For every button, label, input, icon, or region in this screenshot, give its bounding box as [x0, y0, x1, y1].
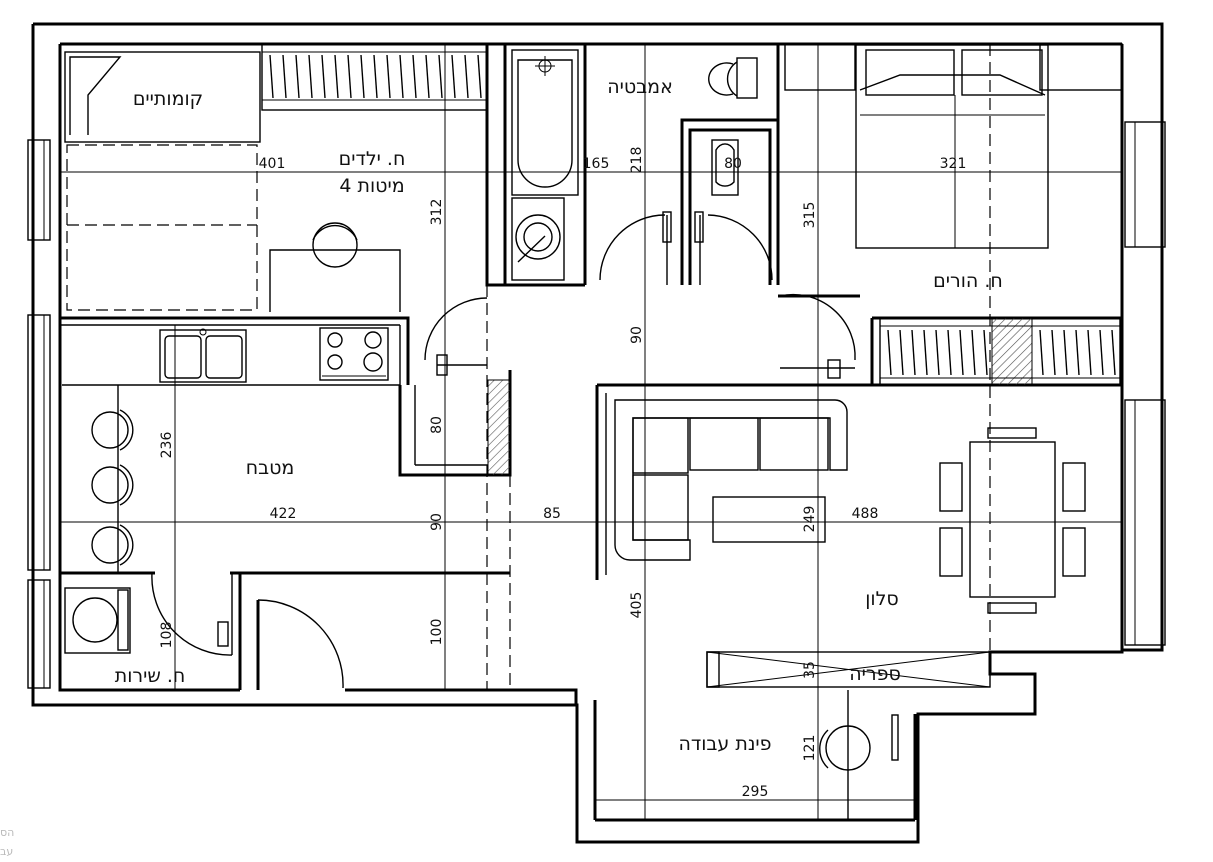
dining-table: [939, 427, 1086, 614]
label-bookshelf: ספריה: [849, 663, 901, 685]
dim-bath-width: 165: [583, 156, 610, 172]
work-desk: [819, 690, 899, 820]
kids-wardrobe: [261, 43, 488, 111]
hatched-column-left: [487, 379, 511, 476]
dim-hall-85: 85: [543, 506, 561, 522]
desk-kids: [269, 222, 401, 312]
coffee-table: [712, 496, 826, 543]
dim-sofa-249: 249: [802, 506, 818, 533]
toilet-bath: [708, 57, 758, 99]
label-living-room: סלון: [865, 588, 898, 610]
parents-wardrobe-hangers: [887, 329, 1116, 376]
label-parents-room: ח. הורים: [933, 270, 1003, 292]
double-bed: [784, 43, 1123, 249]
dimension-lines: [60, 44, 1122, 820]
dim-kids-height: 312: [429, 199, 445, 226]
dim-living-width: 488: [852, 506, 879, 522]
dim-hall-90-mid: 90: [429, 513, 445, 531]
outer-walls: [31, 22, 1164, 844]
label-kids-room: ח. ילדים: [339, 148, 406, 170]
label-kids-beds: 4 מיטות: [339, 175, 404, 197]
kitchen-sink: [159, 328, 247, 383]
dim-work-height: 121: [802, 735, 818, 762]
parents-wardrobe: [879, 317, 1121, 386]
watermark-line-2: עב: [0, 845, 14, 858]
bar-stools: [91, 409, 134, 566]
label-work-corner: פינת עבודה: [678, 733, 771, 755]
label-kitchen: מטבח: [246, 457, 295, 479]
kids-wardrobe-hangers: [269, 54, 482, 99]
bathroom-sink: [511, 197, 565, 281]
dim-kitchen-height: 236: [159, 432, 175, 459]
dim-bath-height: 218: [629, 147, 645, 174]
dim-living-height: 405: [629, 592, 645, 619]
kitchen-counter: [62, 325, 401, 573]
dim-hall-100: 100: [429, 619, 445, 646]
label-bathtub: אמבטיה: [607, 76, 673, 98]
dim-service-height: 108: [159, 622, 175, 649]
toilet-wc: [711, 139, 739, 196]
windows: [27, 121, 1166, 689]
dim-closet-80: 80: [429, 416, 445, 434]
doors: [151, 211, 856, 689]
dim-parents-width: 321: [940, 156, 967, 172]
dim-shelf-35: 35: [802, 661, 818, 679]
stove: [319, 327, 389, 381]
label-bunk-beds: קומותיים: [133, 88, 203, 110]
washing-machine: [64, 587, 131, 654]
dim-hall-90-top: 90: [629, 326, 645, 344]
bathtub: [511, 49, 579, 196]
bunk-bed: [64, 51, 261, 311]
hatched-column-right: [991, 317, 1033, 386]
dim-wc-width: 80: [724, 156, 742, 172]
dim-work-width: 295: [742, 784, 769, 800]
dim-kids-width: 401: [259, 156, 286, 172]
dim-parents-height: 315: [802, 202, 818, 229]
sofa: [614, 399, 848, 561]
dim-kitchen-width: 422: [270, 506, 297, 522]
label-service-room: ח. שירות: [115, 665, 186, 687]
watermark-line-1: הס: [0, 826, 15, 839]
